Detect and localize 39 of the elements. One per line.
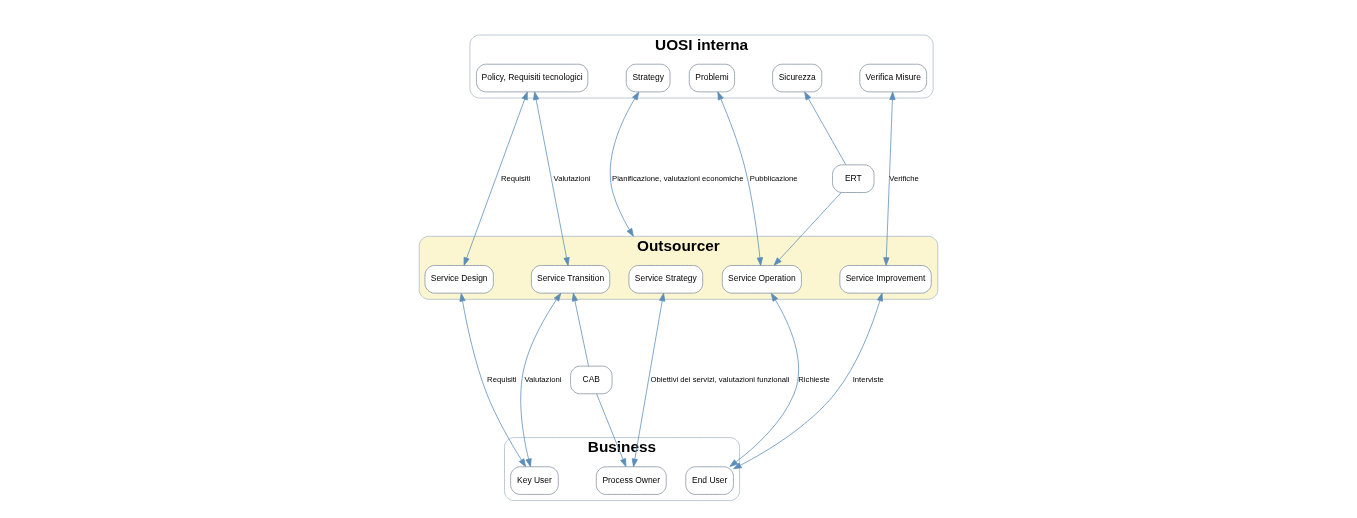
node-box: Sicurezza bbox=[772, 63, 823, 93]
node-box: Key User bbox=[510, 466, 559, 495]
arrow bbox=[609, 91, 640, 237]
arrow bbox=[733, 292, 883, 470]
arrow bbox=[729, 293, 800, 467]
edge-label: Verifiche bbox=[889, 173, 919, 183]
arrow bbox=[459, 293, 527, 468]
edge-label: Interviste bbox=[852, 374, 884, 384]
arrow bbox=[596, 393, 627, 467]
arrow bbox=[571, 292, 589, 367]
node-box: Policy, Requisiti tecnologici bbox=[476, 63, 589, 93]
arrow bbox=[717, 91, 763, 266]
node-box: Service Transition bbox=[531, 265, 611, 294]
node-box: Service Design bbox=[424, 265, 494, 294]
node-box: Verifica Misure bbox=[859, 63, 928, 93]
node-box: Strategy bbox=[625, 63, 671, 93]
arrow bbox=[533, 91, 570, 266]
arrow bbox=[804, 91, 847, 166]
node-box: End User bbox=[685, 466, 734, 495]
arrow bbox=[463, 91, 528, 266]
edge-label: Richieste bbox=[798, 374, 830, 384]
edge-label: Requisiti bbox=[500, 173, 531, 183]
edge-label: Pianificazione, valutazioni economiche bbox=[612, 173, 744, 183]
node-box: Service Improvement bbox=[839, 265, 932, 294]
node-box: Process Owner bbox=[595, 466, 667, 495]
arrow bbox=[631, 292, 666, 468]
edge-label: Pubblicazione bbox=[749, 173, 798, 183]
node-box: Service Strategy bbox=[628, 265, 704, 294]
arrow bbox=[773, 192, 842, 266]
edge-label: Valutazioni bbox=[524, 374, 562, 384]
edge-label: Valutazioni bbox=[553, 173, 591, 183]
node-box: Problemi bbox=[688, 63, 735, 93]
arrow bbox=[883, 91, 896, 266]
node-box: CAB bbox=[570, 365, 613, 395]
node-box: Service Operation bbox=[721, 265, 802, 294]
arrow bbox=[520, 292, 562, 468]
edge-label: Requisiti bbox=[487, 374, 517, 384]
edge-label: Obiettivi dei servizi, valutazioni funzionali bbox=[650, 374, 790, 384]
node-box: ERT bbox=[832, 164, 875, 193]
